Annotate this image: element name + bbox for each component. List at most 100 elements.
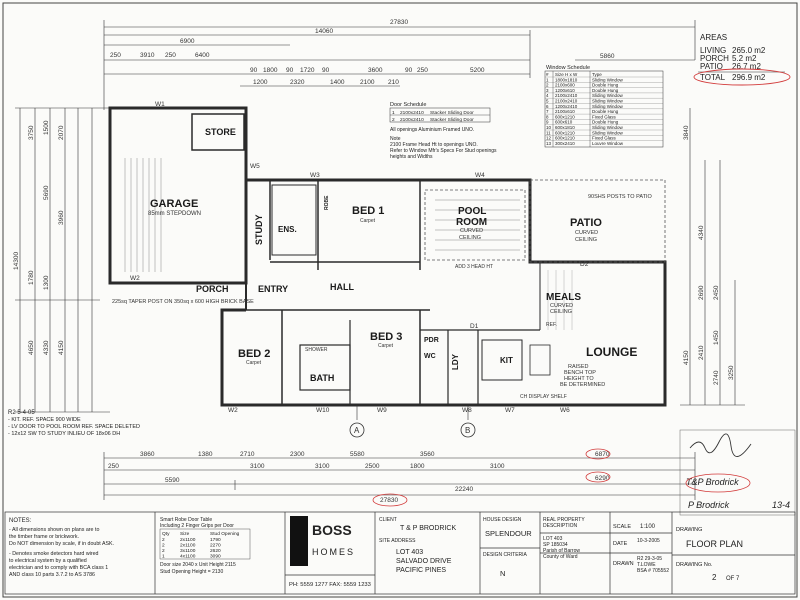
window-schedule-title: Window Schedule xyxy=(546,65,590,71)
notes-l3: Do NOT dimension by scale, if in doubt A… xyxy=(9,541,114,547)
room-bed1-sub: Carpet xyxy=(360,218,376,224)
rev-title: R2 5-4-05 xyxy=(8,410,35,416)
dim-b2-0: 250 xyxy=(108,463,119,470)
design-label: HOUSE DESIGN xyxy=(483,517,522,523)
ds-note4: Refer to Window Mfr's Specs For Stud ope… xyxy=(390,148,497,154)
dim-tr-8: 90 xyxy=(322,67,330,74)
dim-r-7: 2740 xyxy=(713,370,720,385)
general-notes: NOTES: - All dimensions shown on plans a… xyxy=(9,518,114,578)
window-w4: W4 xyxy=(475,172,485,179)
raised-bench-1: RAISED xyxy=(568,364,589,370)
ws-cell: 1200x610 xyxy=(555,88,575,93)
dim-tr-7: 1720 xyxy=(300,67,315,74)
dt-cell: 2x1100 xyxy=(180,543,196,549)
ds-note5: heights and Widths xyxy=(390,154,433,160)
window-w8: W8 xyxy=(462,407,472,414)
site-line2: SALVADO DRIVE xyxy=(396,558,452,565)
dim-top-overall: 27830 xyxy=(390,19,408,26)
room-bed3: BED 3 xyxy=(370,331,402,343)
room-store: STORE xyxy=(205,127,236,137)
door-schedule-title: Door Schedule xyxy=(390,102,426,108)
dim-l-2: 2070 xyxy=(58,125,65,140)
area-total-value: 296.9 m2 xyxy=(732,73,766,82)
dim-b2-2: 3100 xyxy=(315,463,330,470)
ws-cell: Double Hung xyxy=(592,120,619,125)
dim-tr-4: 90 xyxy=(250,67,258,74)
room-hall: HALL xyxy=(330,282,354,292)
rev-n1: - KIT. REF. SPACE 900 WIDE xyxy=(8,417,81,423)
ws-cell: 5 xyxy=(546,99,549,104)
ws-cell: 600x1210 xyxy=(555,130,575,135)
red-circle-sign xyxy=(685,473,751,493)
room-meals-sub1: CURVED xyxy=(550,303,573,309)
sign-date: 13-4 xyxy=(772,500,790,510)
notes-l4: - Denotes smoke detectors hard wired xyxy=(9,551,99,557)
criteria-label: DESIGN CRITERIA xyxy=(483,552,528,558)
dim-tr-9: 3600 xyxy=(368,67,383,74)
site-line3: PACIFIC PINES xyxy=(396,567,446,574)
red-circle-total xyxy=(693,68,791,86)
dim-r3-1: 2320 xyxy=(290,79,305,86)
building-walls xyxy=(108,106,667,407)
dt-cell: 2620 xyxy=(210,548,221,554)
drawno-of: OF 7 xyxy=(726,576,740,582)
room-lndy: LDY xyxy=(451,353,460,370)
room-patio: PATIO xyxy=(570,217,602,229)
dt-h1: Size xyxy=(180,531,190,537)
date-value: 10-3-2005 xyxy=(637,538,660,544)
ws-cell: Double Hung xyxy=(592,83,619,88)
window-w2: W2 xyxy=(130,275,140,282)
dt-cell: 2270 xyxy=(210,543,221,549)
ref-note: REF. xyxy=(546,322,557,328)
dt-h0: Qty xyxy=(162,531,170,537)
dim-l-8: 4650 xyxy=(28,340,35,355)
rev-n3: - 12x12 SW TO STUDY INLIEU OF 18x06 DH xyxy=(8,431,120,437)
drawing-info: DRAWING FLOOR PLAN DRAWING No. 2 OF 7 xyxy=(676,527,743,582)
ws-cell: 4 xyxy=(546,93,549,98)
ds-r1-size: 2100x2410 xyxy=(400,117,424,123)
room-robe: ROBE xyxy=(324,195,330,210)
prop-line2: SP 185034 xyxy=(543,542,568,548)
dim-b3-1: 22240 xyxy=(455,486,473,493)
dt-cell: 2 xyxy=(162,543,165,549)
dt-title1: Smart Robe Door Table xyxy=(160,517,212,523)
dim-l-6: 1780 xyxy=(28,270,35,285)
signature-scribble-1 xyxy=(689,433,752,457)
dim-r-0: 3840 xyxy=(683,125,690,140)
raised-bench-3: HEIGHT TO xyxy=(564,376,594,382)
dt-cell: 3090 xyxy=(210,554,221,560)
dim-tr-5: 1800 xyxy=(263,67,278,74)
dt-foot1: Door size 2040 x Unit Height 2115 xyxy=(160,562,236,568)
window-tags: W1 W2 W3 W4 W5 W6 W7 W8 W9 W10 W2 D1 D2 xyxy=(130,101,589,414)
property-label1: REAL PROPERTY xyxy=(543,517,585,523)
dim-top-row3: 1200 2320 1400 2100 210 xyxy=(253,79,399,86)
room-bath: BATH xyxy=(310,373,334,383)
scale-label: SCALE xyxy=(613,524,631,530)
ws-cell: 1 xyxy=(546,77,549,82)
ws-cell: 600x1810 xyxy=(555,125,575,130)
red-circle-overall xyxy=(372,493,408,507)
drawing-label: DRAWING xyxy=(676,527,702,533)
dim-b1-5: 3560 xyxy=(420,451,435,458)
criteria-value: N xyxy=(500,569,505,578)
dt-cell: 2x1100 xyxy=(180,537,196,543)
area-patio-value: 26.7 m2 xyxy=(732,62,761,71)
ws-cell: Double Hung xyxy=(592,109,619,114)
window-w7: W7 xyxy=(505,407,515,414)
ds-r1-type: Stacker Sliding Door xyxy=(430,117,474,123)
dim-r-6: 4150 xyxy=(683,350,690,365)
dim-b2-3: 2500 xyxy=(365,463,380,470)
door-schedule: Door Schedule 1 2100x2410 Stacker Slidin… xyxy=(389,102,497,160)
sign-name-b: P Brodrick xyxy=(688,500,730,510)
dim-b1-1: 1380 xyxy=(198,451,213,458)
door-d1: D1 xyxy=(470,323,479,330)
dim-l-9: 4330 xyxy=(43,340,50,355)
ws-cell: Sliding Window xyxy=(592,130,624,135)
ws-cell: 2 xyxy=(546,83,549,88)
title-block xyxy=(4,511,796,595)
ws-cell: 2100x600 xyxy=(555,83,575,88)
drawn-label: DRAWN xyxy=(613,561,634,567)
